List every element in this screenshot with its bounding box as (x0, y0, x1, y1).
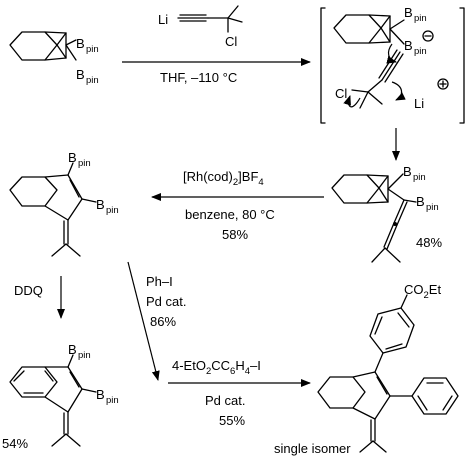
diene-bpin-2-pin: pin (106, 205, 119, 216)
indene-bpin-2-pin: pin (106, 395, 119, 406)
single-isomer-label: single isomer (274, 441, 351, 456)
int-bpin-1-pin: pin (414, 13, 427, 24)
reagent-li-label: Li (158, 12, 168, 27)
pd-cat-1-label: Pd cat. (146, 294, 186, 309)
int-bpin-2-pin: pin (414, 46, 427, 57)
indene-bpin-2-b: B (96, 387, 105, 402)
diene-bpin-1-pin: pin (78, 158, 91, 169)
right-bracket (459, 7, 465, 124)
allene-bpin-1-pin: pin (413, 172, 426, 183)
allene-bpin-1-b: B (403, 164, 412, 179)
allene-yield: 48% (416, 235, 442, 250)
rh-solvent-label: benzene, 80 °C (185, 207, 275, 222)
rh-catalyst-label: [Rh(cod)2]BF4 (183, 169, 264, 188)
ddq-label: DDQ (14, 283, 43, 298)
diagonal-arrow (127, 261, 160, 381)
aryl-iodide-label: 4-EtO2CC6H4–I (172, 358, 261, 377)
int-bpin-2-b: B (404, 38, 413, 53)
int-li-label: Li (414, 96, 424, 111)
diene-bpin-2-b: B (96, 197, 105, 212)
ph-i-label: Ph–I (146, 274, 173, 289)
rh-yield-label: 58% (222, 227, 248, 242)
aryl-yield-label: 55% (219, 413, 245, 428)
sm-bpin-2-b: B (76, 67, 85, 82)
indene-bpin-1-pin: pin (78, 350, 91, 361)
indene-bpin-1-b: B (68, 342, 77, 357)
allene-bpin-2-b: B (416, 194, 425, 209)
sm-bpin-1-b: B (76, 36, 85, 51)
borate-intermediate-structure (333, 14, 406, 109)
pd-cat-2-label: Pd cat. (205, 393, 245, 408)
indene-yield: 54% (2, 436, 28, 451)
top-conditions: THF, –110 °C (160, 70, 237, 85)
allene-product-structure (331, 173, 417, 263)
reagent-lithium-acetylide-structure (177, 5, 243, 33)
final-product-structure (317, 294, 459, 453)
co2et-label: CO2Et (404, 282, 441, 301)
ph-i-yield-label: 86% (150, 314, 176, 329)
positive-charge-circle (437, 78, 449, 90)
left-bracket (320, 7, 326, 124)
allene-bpin-2-pin: pin (426, 202, 439, 213)
indene-product-structure (9, 354, 97, 447)
sm-bpin-1-pin: pin (86, 44, 99, 55)
bicyclic-diene-structure (9, 162, 97, 257)
allene-central-carbon-dot (393, 222, 397, 226)
starting-material-structure (9, 31, 77, 61)
reagent-cl-label: Cl (225, 34, 237, 49)
diene-bpin-1-b: B (68, 150, 77, 165)
negative-charge-circle (422, 30, 434, 42)
int-bpin-1-b: B (404, 5, 413, 20)
sm-bpin-2-pin: pin (86, 75, 99, 86)
int-cl-label: Cl (335, 86, 347, 101)
